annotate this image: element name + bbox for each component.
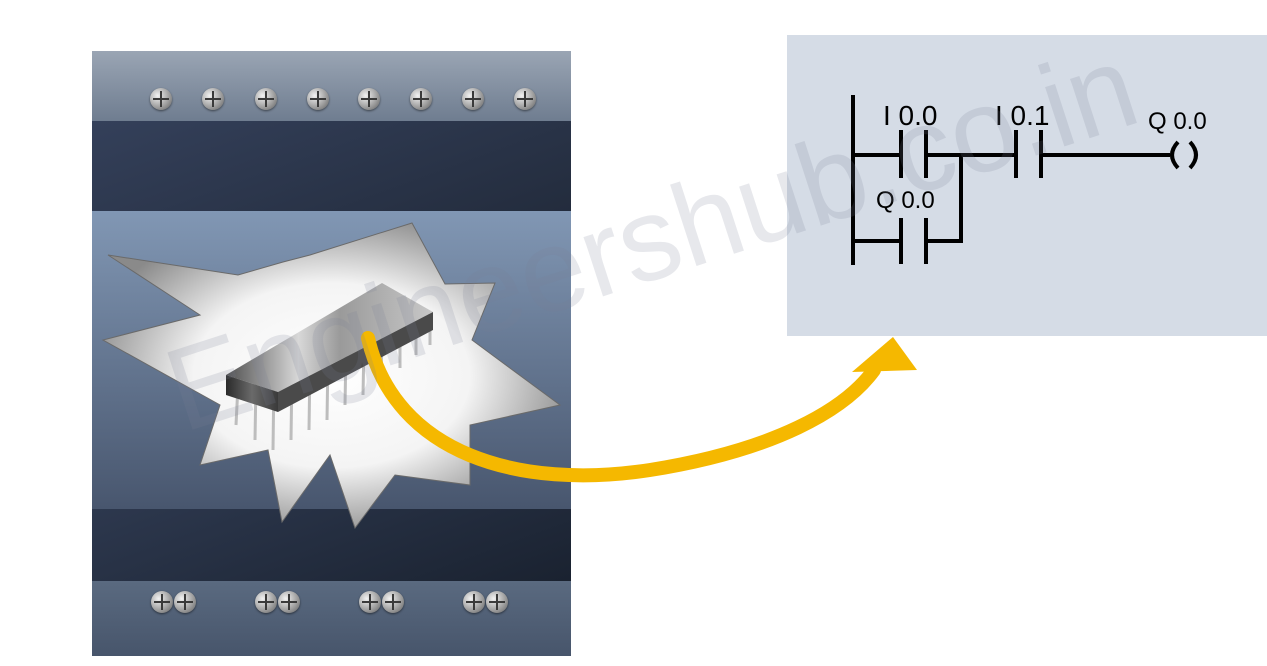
screw-icon bbox=[278, 591, 300, 613]
conversion-arrow bbox=[361, 331, 881, 483]
screw-icon bbox=[486, 591, 508, 613]
ladder-diagram-panel bbox=[787, 35, 1267, 336]
plc-bottom-cover bbox=[92, 509, 571, 581]
screw-icon bbox=[150, 88, 172, 110]
screw-icon bbox=[410, 88, 432, 110]
arrow-head-icon bbox=[852, 337, 917, 372]
plc-top-cover bbox=[92, 121, 571, 211]
screw-icon bbox=[255, 88, 277, 110]
screw-icon bbox=[359, 591, 381, 613]
plc-top-terminal-strip bbox=[92, 51, 571, 121]
screw-icon bbox=[463, 591, 485, 613]
ladder-rungs bbox=[851, 95, 1198, 265]
screw-icon bbox=[462, 88, 484, 110]
screw-icon bbox=[514, 88, 536, 110]
ic-chip-icon bbox=[226, 283, 433, 412]
screw-icon bbox=[174, 591, 196, 613]
screw-icon bbox=[202, 88, 224, 110]
contact-label-i00: I 0.0 bbox=[883, 100, 937, 131]
branch-contact-label-q00: Q 0.0 bbox=[876, 187, 935, 214]
screw-icon bbox=[382, 591, 404, 613]
coil-label-q00: Q 0.0 bbox=[1148, 108, 1207, 135]
screw-icon bbox=[307, 88, 329, 110]
screw-icon bbox=[255, 591, 277, 613]
contact-label-i01: I 0.1 bbox=[995, 100, 1049, 131]
screw-icon bbox=[151, 591, 173, 613]
screw-icon bbox=[358, 88, 380, 110]
